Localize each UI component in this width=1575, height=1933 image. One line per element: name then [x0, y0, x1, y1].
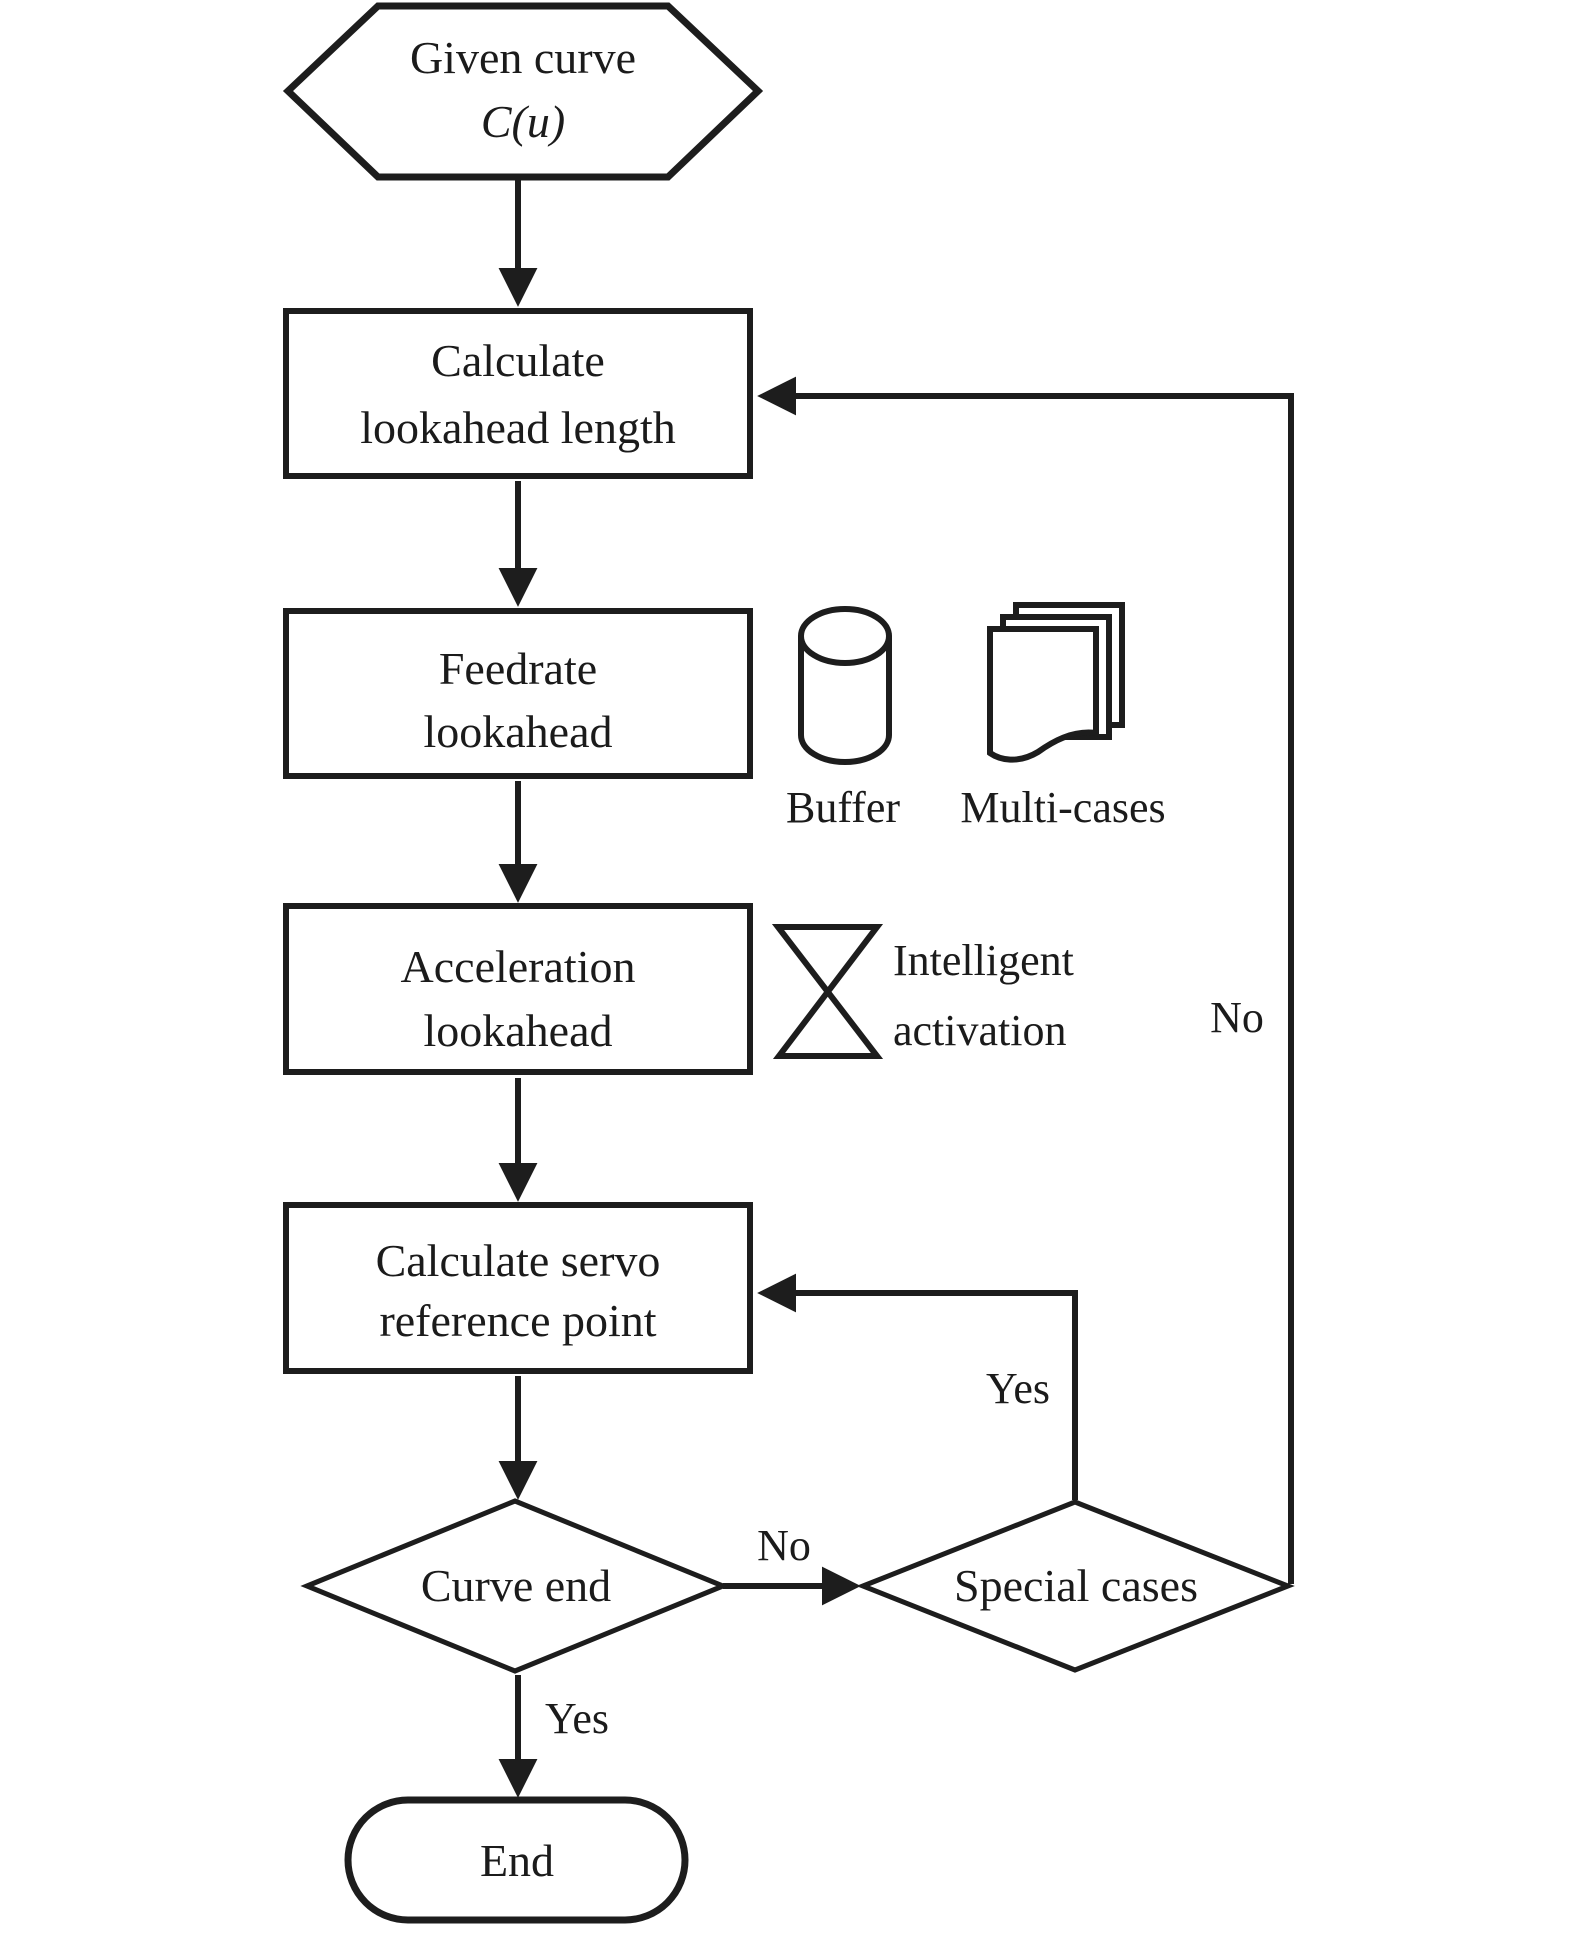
special-cases-label: Special cases [954, 1560, 1198, 1611]
given-curve-label-line2: C(u) [480, 96, 566, 147]
feedback-no-line [757, 376, 1294, 1584]
buffer-label: Buffer [785, 783, 901, 832]
feedrate-label-line2: lookahead [423, 706, 613, 757]
curve-end-no-label: No [757, 1521, 811, 1570]
calc-servo-box [283, 1202, 753, 1374]
curve-end-diamond [300, 1498, 730, 1674]
given-curve-hexagon [282, 2, 764, 181]
feedback-yes-line [757, 1273, 1078, 1500]
calc-lookahead-label-line2: lookahead length [360, 402, 676, 453]
buffer-cylinder-icon [798, 606, 892, 765]
intelligent-activation-label-line2: activation [893, 1006, 1067, 1055]
special-cases-no-label: No [1210, 993, 1264, 1042]
calc-servo-label-line2: reference point [379, 1295, 657, 1346]
hourglass-icon [771, 924, 884, 1059]
given-curve-label-line1: Given curve [409, 32, 637, 83]
acceleration-label-line1: Acceleration [400, 941, 636, 992]
acceleration-label-line2: lookahead [423, 1005, 613, 1056]
special-cases-yes-label: Yes [985, 1364, 1051, 1413]
curve-end-label: Curve end [420, 1560, 612, 1611]
curve-end-yes-label: Yes [544, 1694, 610, 1743]
calc-servo-label-line1: Calculate servo [375, 1235, 661, 1286]
feedrate-label-line1: Feedrate [438, 643, 598, 694]
intelligent-activation-label-line1: Intelligent [893, 936, 1074, 985]
calc-lookahead-box [283, 308, 753, 479]
end-terminator [344, 1796, 689, 1924]
end-label: End [479, 1835, 555, 1886]
acceleration-box [283, 903, 753, 1075]
calc-lookahead-label-line1: Calculate [431, 335, 605, 386]
multi-cases-icon [987, 602, 1125, 763]
feedrate-box [283, 608, 753, 779]
special-cases-diamond [856, 1499, 1295, 1673]
multi-cases-label: Multi-cases [960, 783, 1166, 832]
